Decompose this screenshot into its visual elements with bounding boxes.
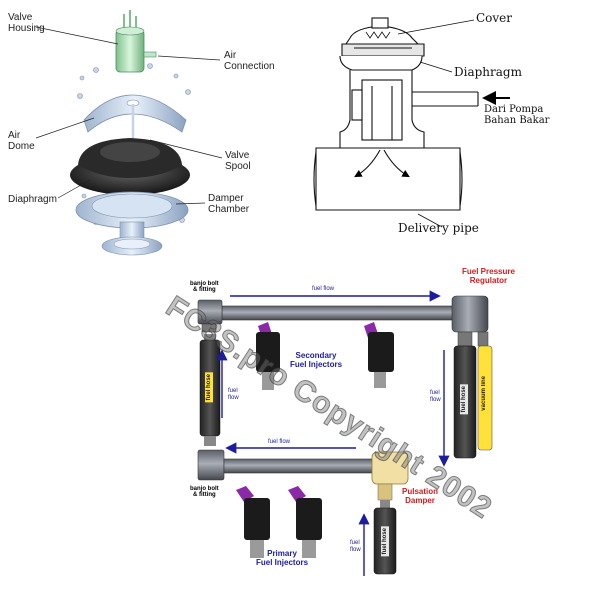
delivery-pipe-label: Delivery pipe <box>398 221 479 235</box>
primary-fuel-rail <box>197 449 375 481</box>
primary-injector-left <box>236 486 270 558</box>
fuel-hose-label-right: fuel hose <box>460 384 468 415</box>
source-label: Dari Pompa Bahan Bakar <box>484 104 550 126</box>
fuel-pressure-regulator-part <box>451 295 489 347</box>
fuel-flow-label-left: fuel flow <box>228 388 239 401</box>
secondary-fuel-rail <box>197 299 459 333</box>
fuel-flow-arrows <box>216 290 450 576</box>
fuel-flow-label-top: fuel flow <box>312 286 335 292</box>
fuel-flow-label-middle: fuel flow <box>268 439 291 445</box>
damper-chamber-label: Damper Chamber <box>208 193 250 215</box>
leader-lines-top-right <box>397 19 475 227</box>
diaphragm-label-right: Diaphragm <box>454 65 522 79</box>
banjo-bottom-label: banjo bolt & fitting <box>190 486 219 499</box>
fuel-hose-label-left: fuel hose <box>205 372 213 403</box>
fuel-flow-label-bottom: fuel flow <box>350 540 361 553</box>
fuel-hose-label-bottom: fuel hose <box>381 526 389 557</box>
vacuum-line-label: vacuum line <box>481 376 487 411</box>
cover-label: Cover <box>476 11 513 25</box>
banjo-top-label: banjo bolt & fitting <box>190 281 219 294</box>
valve-spool-label: Valve Spool <box>225 150 251 172</box>
damper-chamber-part <box>75 191 189 256</box>
air-dome-part <box>83 94 187 150</box>
secondary-injector-left <box>256 322 280 390</box>
valve-housing-part <box>115 10 157 73</box>
pulsation-damper-label: Pulsation Damper <box>402 487 439 505</box>
leader-lines-top-left <box>35 26 223 205</box>
fuel-pressure-regulator-label: Fuel Pressure Regulator <box>462 267 515 285</box>
secondary-injectors-label: Secondary Fuel Injectors <box>290 351 343 369</box>
air-connection-label: Air Connection <box>224 50 275 72</box>
diaphragm-part <box>70 138 190 195</box>
vacuum-line-part <box>477 345 493 451</box>
diaphragm-label-left: Diaphragm <box>8 194 57 205</box>
valve-housing-label: Valve Housing <box>8 12 45 34</box>
secondary-injector-right <box>364 322 394 388</box>
primary-injectors-label: Primary Fuel Injectors <box>256 549 309 567</box>
fuel-flow-label-right: fuel flow <box>430 390 441 403</box>
damper-section-drawing <box>313 17 479 211</box>
air-dome-label: Air Dome <box>8 130 35 152</box>
primary-injector-right <box>288 486 322 558</box>
